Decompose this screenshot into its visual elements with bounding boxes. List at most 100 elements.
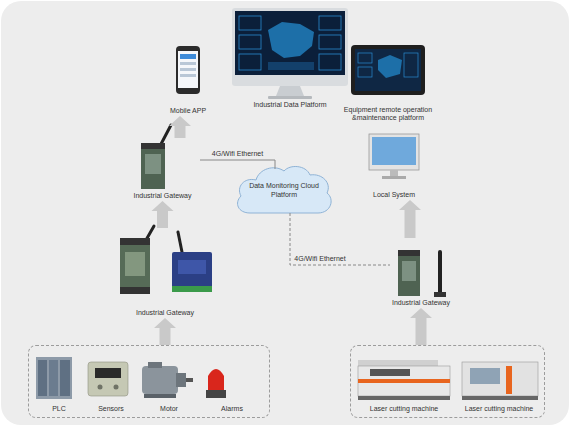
gateway-node: Industrial Gateway (390, 238, 452, 308)
laser-body (358, 366, 450, 396)
sensor-body (88, 362, 128, 396)
screen-panel (239, 54, 261, 70)
laser-base (358, 396, 450, 400)
node-label: Industrial Gateway (136, 309, 194, 318)
gateway-body (120, 238, 150, 294)
gateway-panel (402, 261, 416, 281)
gateway-panel (125, 252, 145, 276)
gateway-terminal (398, 250, 420, 256)
platform-node: Equipment remote operation &maintenance … (338, 43, 438, 123)
plc-module (38, 360, 47, 396)
laser-base (462, 396, 538, 400)
alarm-dome (208, 369, 224, 390)
flow-arrow (152, 201, 174, 228)
tablet-panel (358, 53, 372, 63)
network-link (290, 213, 390, 265)
sensor-display (95, 368, 121, 378)
device-node: PLC (34, 352, 84, 414)
node-label: Laser cutting machine (370, 405, 438, 414)
device-node: Motor (139, 352, 199, 414)
node-label: Mobile APP (170, 107, 206, 116)
alarm-base (206, 390, 226, 398)
device-node: Laser cutting machine (455, 352, 543, 414)
pc-stand (390, 170, 398, 176)
tablet-map (378, 55, 402, 78)
motor-feet (144, 394, 176, 398)
screen-panel (239, 35, 261, 49)
link-label: 4G/Wifi Ethernet (294, 255, 345, 262)
screen-panel (239, 16, 261, 30)
gateway-terminal (120, 238, 150, 245)
gateway-panel (145, 154, 161, 174)
node-label: Industrial Gateway (392, 299, 450, 308)
phone-app-row (180, 62, 196, 65)
node-label: Alarms (221, 405, 243, 414)
gateway-terminal (172, 286, 212, 292)
antenna-base (434, 292, 446, 297)
antenna (438, 252, 442, 293)
gateway-terminal (120, 287, 150, 294)
phone-screen (178, 51, 198, 88)
cloud-outline (238, 166, 332, 213)
antenna (146, 226, 154, 240)
app-node: Mobile APP (160, 43, 216, 116)
node-label: Data Monitoring Cloud Platform (248, 182, 320, 200)
plc-module (49, 360, 58, 396)
monitor-stand (276, 86, 304, 96)
laser-stripe (358, 379, 450, 383)
monitor-frame (232, 8, 348, 86)
motor-shaft (186, 378, 193, 382)
device-group: PLC SensorsMotor Alarms (28, 345, 270, 418)
laser-window (370, 369, 410, 376)
gateway-body (172, 252, 212, 290)
device-node: Laser cutting machine (355, 352, 453, 414)
monitor-screen (235, 11, 345, 75)
motor-box (148, 362, 162, 368)
node-label: Laser cutting machine (465, 405, 533, 414)
screen-panel (319, 54, 341, 70)
node-label: PLC (52, 405, 66, 414)
laser-stripe (506, 366, 512, 394)
screen-map (268, 22, 314, 58)
flow-arrow (399, 200, 421, 238)
sensor-button (98, 385, 103, 390)
screen-bar (268, 62, 314, 70)
tablet-body (351, 45, 425, 95)
pc-monitor (369, 134, 419, 170)
device-node: Alarms (201, 352, 263, 414)
motor-flange (176, 373, 186, 387)
tablet-panel (358, 67, 372, 77)
network-link (200, 160, 275, 169)
device-group: Laser cutting machine Laser cutting machi… (350, 345, 545, 418)
plc-rack (36, 357, 72, 399)
phone-app-row (180, 74, 196, 77)
gateway-body (141, 143, 165, 189)
link-label: 4G/Wifi Ethernet (212, 150, 263, 157)
antenna (178, 232, 182, 252)
motor-body (142, 366, 178, 394)
phone-app-row (180, 68, 196, 71)
node-label: Industrial Gateway (134, 192, 192, 201)
pc-screen (372, 137, 416, 165)
gateway-panel (178, 260, 206, 274)
flow-arrow (154, 318, 176, 345)
gateway-node: Industrial Gateway (110, 228, 220, 318)
node-label: Industrial Data Platform (253, 101, 326, 110)
platform-node: Industrial Data Platform (225, 6, 355, 110)
pc-base (382, 176, 406, 179)
node-label: Motor (160, 405, 178, 414)
antenna (160, 125, 171, 146)
tablet-screen (355, 49, 421, 91)
gateway-terminal (141, 143, 165, 149)
device-node: Sensors (86, 352, 136, 414)
system-node: Local System (358, 130, 430, 200)
gateway-node: Industrial Gateway (125, 138, 200, 201)
tablet-panel (404, 53, 418, 77)
node-label: Local System (373, 191, 415, 200)
monitor-base (268, 96, 312, 99)
phone-app-bar (180, 54, 196, 59)
